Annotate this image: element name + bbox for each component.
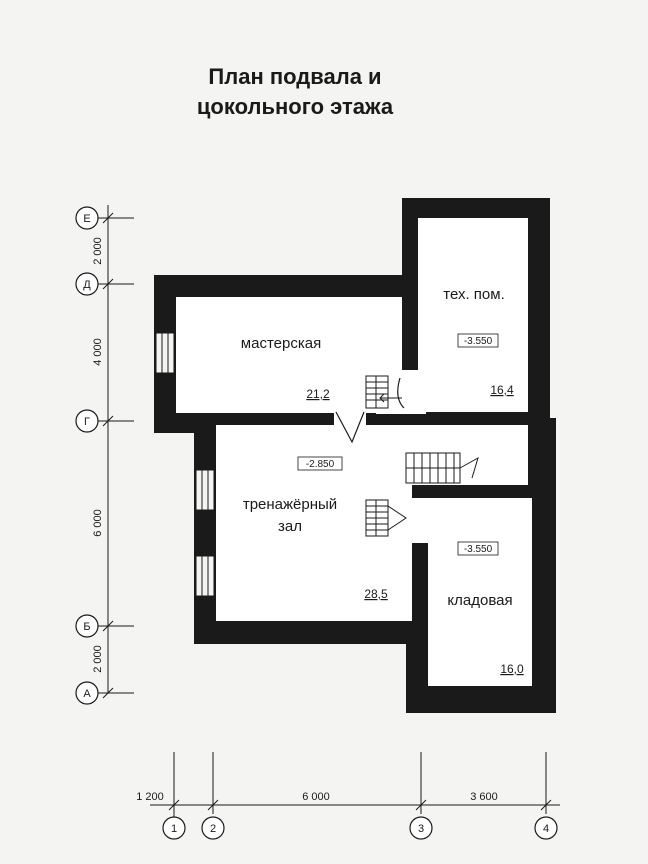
doors <box>334 374 422 444</box>
axis-circle-d <box>75 272 99 296</box>
axis-label-d: Д <box>83 279 91 291</box>
storage-level-box <box>457 541 499 556</box>
storage-stair <box>365 499 407 537</box>
plan-title-line2: цокольного этажа <box>196 94 394 119</box>
gym-window-upper <box>195 469 215 511</box>
storage-level: -3.550 <box>464 544 493 555</box>
corridor-stair <box>405 452 479 484</box>
gym-area: 28,5 <box>364 587 388 601</box>
workshop-area: 21,2 <box>306 387 330 401</box>
storage-name: кладовая <box>447 592 512 609</box>
axis-circle-b <box>75 614 99 638</box>
stairs <box>365 375 479 537</box>
col-dimensions: 1 200 6 000 3 600 <box>136 791 498 803</box>
gym-name-line1: тренажёрный <box>243 496 337 513</box>
axis-circle-a <box>75 681 99 705</box>
gym-door-swing <box>335 411 365 444</box>
col-dim-1: 1 200 <box>136 791 164 803</box>
axis-circle-1 <box>162 816 186 840</box>
storage-entry-floor <box>404 498 434 543</box>
gym-level: -2.850 <box>306 459 335 470</box>
axis-label-2: 2 <box>210 823 216 835</box>
workshop-window <box>155 332 175 374</box>
workshop-floor <box>176 297 402 413</box>
tech-room-area: 16,4 <box>490 383 514 397</box>
axis-label-3: 3 <box>418 823 424 835</box>
storage-area: 16,0 <box>500 662 524 676</box>
axis-circle-4 <box>534 816 558 840</box>
axis-circle-3 <box>409 816 433 840</box>
floors <box>176 218 532 686</box>
col-dim-2: 6 000 <box>302 791 330 803</box>
col-dim-3: 3 600 <box>470 791 498 803</box>
col-axis-markers: 1 2 3 4 <box>162 816 558 840</box>
gym-level-box <box>297 456 343 471</box>
gym-window-lower <box>195 555 215 597</box>
workshop-stair <box>365 375 402 409</box>
workshop-name: мастерская <box>241 335 321 352</box>
axis-label-g: Г <box>84 416 90 428</box>
tech-room-floor <box>418 218 528 412</box>
row-dimensions: 2 000 4 000 6 000 2 000 <box>92 237 104 673</box>
row-axes <box>98 205 134 699</box>
row-dim-3: 6 000 <box>92 509 104 537</box>
windows <box>155 332 215 597</box>
storage-floor <box>428 498 532 686</box>
axis-circle-2 <box>201 816 225 840</box>
axis-label-e: Е <box>83 213 90 225</box>
axis-label-4: 4 <box>543 823 549 835</box>
tech-level-box <box>457 333 499 348</box>
row-dim-4: 2 000 <box>92 645 104 673</box>
row-dim-2: 4 000 <box>92 338 104 366</box>
axis-label-a: А <box>83 688 91 700</box>
row-axis-markers: Е Д Г Б А <box>75 206 99 705</box>
tech-door-swing <box>397 377 405 409</box>
axis-circle-e <box>75 206 99 230</box>
axis-label-1: 1 <box>171 823 177 835</box>
tech-room-level: -3.550 <box>464 336 493 347</box>
axis-label-b: Б <box>83 621 90 633</box>
gym-name-line2: зал <box>278 518 302 535</box>
axis-circle-g <box>75 409 99 433</box>
plan-title-line1: План подвала и <box>208 64 382 89</box>
row-dim-1: 2 000 <box>92 237 104 265</box>
corridor-floor <box>216 425 528 485</box>
tech-room-name: тех. пом. <box>443 286 505 303</box>
col-axes <box>150 752 560 818</box>
